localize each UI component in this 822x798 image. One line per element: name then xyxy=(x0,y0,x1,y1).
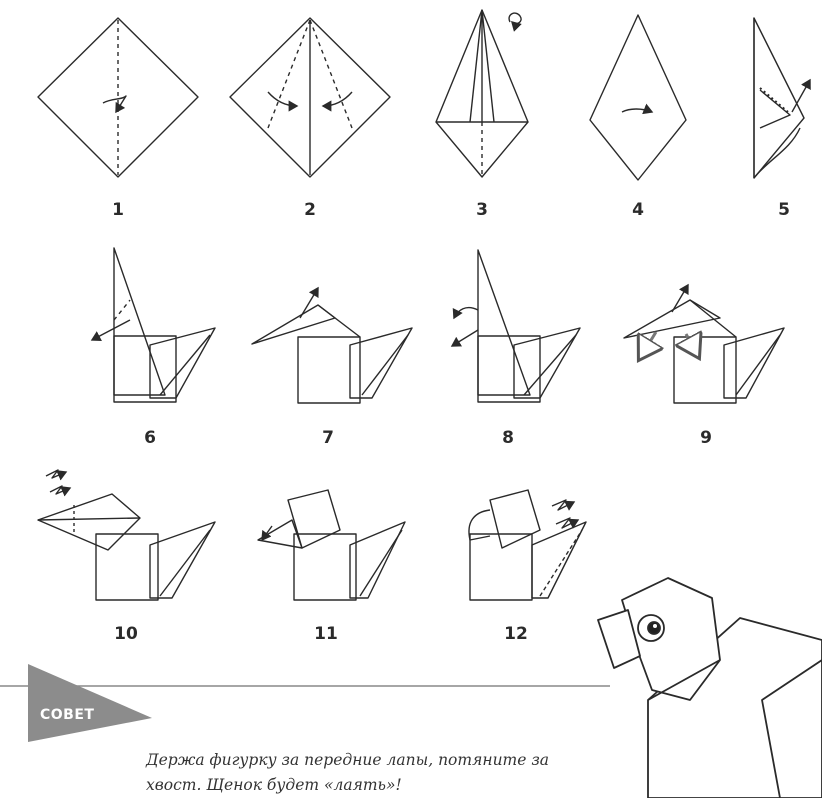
step-11-diagram xyxy=(258,490,405,600)
tip-text-line-2: хвост. Щенок будет «лаять»! xyxy=(146,773,646,798)
step-8-diagram xyxy=(452,250,580,402)
step-number-12: 12 xyxy=(496,624,536,644)
step-number-1: 1 xyxy=(98,200,138,220)
step-2-diagram xyxy=(230,18,390,177)
step-number-9: 9 xyxy=(686,428,726,448)
step-number-5: 5 xyxy=(764,200,804,220)
step-number-11: 11 xyxy=(306,624,346,644)
tip-label: СОВЕТ xyxy=(40,707,94,723)
step-1-diagram xyxy=(38,18,198,177)
step-number-10: 10 xyxy=(106,624,146,644)
step-number-3: 3 xyxy=(462,200,502,220)
step-number-6: 6 xyxy=(130,428,170,448)
step-9-diagram xyxy=(624,285,784,403)
step-number-8: 8 xyxy=(488,428,528,448)
tip-text: Держа фигурку за передние лапы, потяните… xyxy=(146,748,646,798)
step-4-diagram xyxy=(590,15,686,180)
step-7-diagram xyxy=(252,288,412,403)
step-number-7: 7 xyxy=(308,428,348,448)
step-3-diagram xyxy=(436,10,528,177)
step-number-2: 2 xyxy=(290,200,330,220)
tip-badge xyxy=(28,664,152,742)
step-number-4: 4 xyxy=(618,200,658,220)
tip-text-line-1: Держа фигурку за передние лапы, потяните… xyxy=(146,748,646,773)
step-6-diagram xyxy=(92,248,215,402)
step-12-diagram xyxy=(469,490,586,600)
step-5-diagram xyxy=(754,18,810,178)
step-10-diagram xyxy=(38,470,215,600)
